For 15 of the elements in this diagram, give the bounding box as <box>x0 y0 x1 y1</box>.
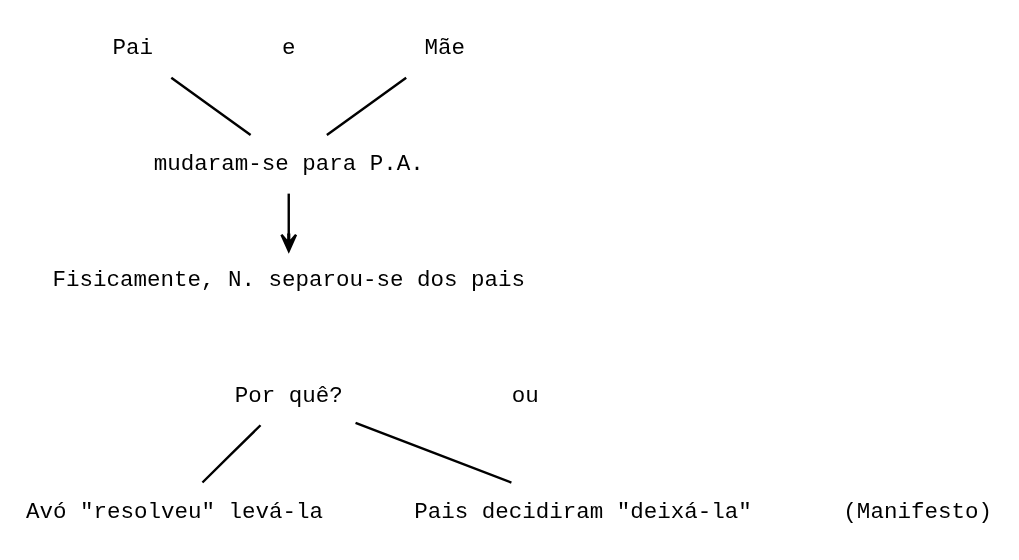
node-text: Mãe <box>424 35 466 62</box>
node-text: Fisicamente, N. separou-se dos pais <box>52 266 526 293</box>
node-text: Pai <box>112 35 153 62</box>
label: e <box>281 35 296 62</box>
connector <box>170 76 252 137</box>
connector <box>326 76 407 137</box>
node-text: Pais decidiram "deixá-la" <box>414 498 752 525</box>
connector <box>201 424 262 484</box>
node-text: Por quê? <box>234 382 343 409</box>
label: (Manifesto) <box>843 498 992 525</box>
connector <box>355 421 512 484</box>
node-text: Avó "resolveu" levá-la <box>26 498 324 525</box>
node-text: mudaram-se para P.A. <box>153 151 424 178</box>
label: ou <box>511 382 539 409</box>
arrow <box>280 193 298 253</box>
